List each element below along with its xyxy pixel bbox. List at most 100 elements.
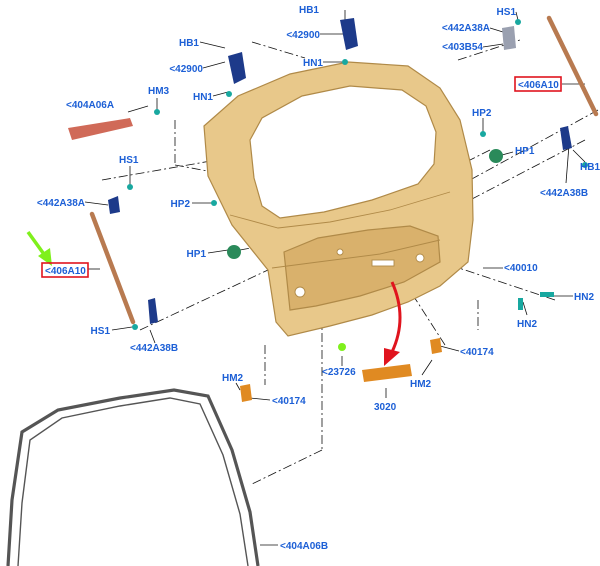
leader-line <box>199 41 226 49</box>
fastener-hn2-lower <box>518 298 523 310</box>
leader-line <box>207 249 229 254</box>
leader-line <box>84 201 109 206</box>
fastener-hs1-top <box>515 19 521 25</box>
callout-arrow-red <box>384 281 402 366</box>
fastener-hn1-left <box>226 91 232 97</box>
centerline <box>469 139 586 201</box>
label-403b54: <403B54 <box>442 42 483 53</box>
callout-arrow-head <box>38 248 52 266</box>
label-hp1: HP1 <box>187 249 207 260</box>
fastener-hp2-left <box>211 200 217 206</box>
leader-line <box>212 91 229 97</box>
flow-arrow-shaft <box>390 281 402 353</box>
leader-line <box>515 11 519 21</box>
label-404a06b: <404A06B <box>280 541 328 552</box>
panel-hole <box>336 248 344 256</box>
highlight-box-406a10-left <box>41 262 89 278</box>
liftgate-window-opening <box>249 85 437 219</box>
part-labels: HB1 HB1 <42900 <42900 HN1 HN1 HS1 <442A3… <box>37 5 600 552</box>
label-hb1: HB1 <box>179 38 199 49</box>
leader-lines <box>84 10 599 546</box>
label-42900: <42900 <box>286 30 320 41</box>
leader-line <box>202 61 226 69</box>
leader-line <box>249 397 271 401</box>
panel-slot <box>371 259 395 267</box>
weatherstrip-inner <box>17 397 249 566</box>
label-hm2: HM2 <box>410 379 432 390</box>
liftgate-crease <box>271 239 441 269</box>
bumper-hp1-left <box>227 245 241 259</box>
leader-line <box>522 301 528 316</box>
label-442a38a: <442A38A <box>442 23 490 34</box>
label-442a38a: <442A38A <box>37 198 85 209</box>
leader-line <box>149 329 156 344</box>
leader-line <box>439 345 460 352</box>
hinge-top <box>340 18 358 50</box>
label-hn2: HN2 <box>517 319 537 330</box>
label-hb1: HB1 <box>299 5 319 16</box>
fastener-hp2-right <box>480 131 486 137</box>
fastener-hn2-right <box>540 292 554 297</box>
centerline <box>251 41 306 59</box>
fastener-hb1-right <box>582 162 588 168</box>
label-hm3: HM3 <box>148 86 170 97</box>
callout-arrow-green <box>26 230 52 266</box>
fastener-hs1-bottom <box>132 324 138 330</box>
label-hp2: HP2 <box>472 108 492 119</box>
bumper-hp1-right <box>489 149 503 163</box>
fastener-hn1-top <box>342 59 348 65</box>
liftgate-lower-recess <box>283 225 441 311</box>
strut-bracket-top <box>502 26 516 50</box>
leader-line <box>482 43 504 48</box>
strut-bracket-left <box>148 298 158 324</box>
label-442a38b: <442A38B <box>540 188 588 199</box>
leader-line <box>572 149 586 163</box>
flow-arrow-head <box>384 348 400 366</box>
leader-line <box>565 144 570 184</box>
label-hp2: HP2 <box>171 199 191 210</box>
strut-bracket-right <box>560 126 572 150</box>
liftgate-crease <box>229 191 451 229</box>
leader-line <box>421 359 433 376</box>
label-42900: <42900 <box>169 64 203 75</box>
centerline <box>469 109 599 181</box>
gas-strut-left <box>89 211 136 325</box>
label-23726: <23726 <box>322 367 356 378</box>
clip-23726 <box>338 343 346 351</box>
fastener-hm3 <box>154 109 160 115</box>
leader-line <box>111 326 133 331</box>
fastener-hs1-left <box>127 184 133 190</box>
label-hn1: HN1 <box>193 92 213 103</box>
centerline <box>249 449 323 486</box>
hardware-parts <box>108 18 588 402</box>
label-40174: <40174 <box>460 347 494 358</box>
label-406a10: <406A10 <box>518 80 559 91</box>
centerline <box>139 269 269 331</box>
label-406a10: <406A10 <box>45 266 86 277</box>
leader-line <box>501 151 514 156</box>
label-hn2: HN2 <box>574 292 594 303</box>
bracket-40174-right <box>430 338 442 354</box>
label-40174: <40174 <box>272 396 306 407</box>
bracket-40174-left <box>240 384 252 402</box>
label-hs1: HS1 <box>91 326 111 337</box>
weatherstrip-outer <box>6 388 260 566</box>
label-40010: <40010 <box>504 263 538 274</box>
liftgate-inner-panel <box>203 61 474 337</box>
label-442a38b: <442A38B <box>130 343 178 354</box>
part-3020 <box>362 364 412 382</box>
hinge-left <box>228 52 246 84</box>
leader-line <box>235 382 241 391</box>
centerline <box>419 254 556 301</box>
label-hm2: HM2 <box>222 373 244 384</box>
label-hn1: HN1 <box>303 58 323 69</box>
label-hs1: HS1 <box>119 155 139 166</box>
label-hb1: HB1 <box>580 162 600 173</box>
ball-stud-left <box>108 196 120 214</box>
label-hs1: HS1 <box>497 7 517 18</box>
label-hp1: HP1 <box>515 146 535 157</box>
label-404a06a: <404A06A <box>66 100 114 111</box>
panel-hole <box>415 253 425 263</box>
